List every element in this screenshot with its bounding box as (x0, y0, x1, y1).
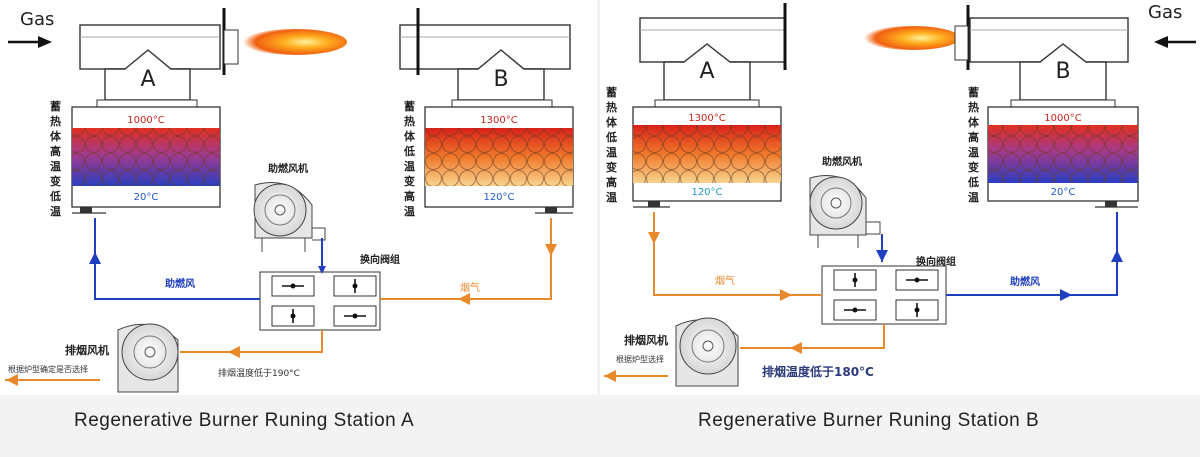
caption-station-a: Regenerative Burner Runing Station A (74, 410, 415, 431)
blower-fan-icon (809, 175, 881, 248)
temp-bottom-right: 120°C (483, 192, 514, 203)
right-column-text: 蓄热体低温变高温 (403, 99, 416, 218)
burner-a: A (79, 8, 239, 108)
valve-group (259, 271, 381, 331)
exhaust-fan-icon (675, 317, 739, 387)
temp-top-left: 1300°C (688, 113, 725, 124)
gas-arrow-icon (38, 36, 52, 48)
air-label: 助燃风 (165, 277, 195, 290)
flame-icon (243, 29, 347, 55)
exhaust-fan-label: 排烟风机 (624, 333, 668, 347)
blower-fan-icon (253, 182, 326, 252)
temp-bottom-left: 20°C (134, 192, 159, 203)
exhaust-line (180, 330, 323, 353)
flue-arrow-icon-2 (780, 289, 792, 301)
burner-b: B (399, 8, 571, 108)
burner-a-label: A (140, 67, 155, 92)
air-arrow-icon-down (876, 250, 888, 262)
temp-top-right: 1000°C (1044, 113, 1081, 124)
burner-b-label: B (493, 67, 508, 92)
gas-arrow-icon (1154, 36, 1168, 48)
panel-station-a: Gas A 1000°C 20°C (0, 0, 597, 395)
temp-bottom-right: 20°C (1051, 187, 1076, 198)
temp-bottom-left: 120°C (691, 187, 722, 198)
air-line (946, 212, 1118, 296)
blower-label: 助燃风机 (268, 162, 308, 175)
air-label: 助燃风 (1010, 275, 1040, 288)
exhaust-fan-icon (117, 323, 179, 393)
air-line (94, 218, 260, 300)
exhaust-out-arrow-icon (6, 374, 18, 386)
valve-label: 换向阀组 (360, 253, 400, 266)
flue-arrow-icon (545, 244, 557, 256)
exhaust-temp-label: 排烟温度低于180°C (762, 364, 874, 379)
caption-station-b: Regenerative Burner Runing Station B (698, 410, 1040, 431)
air-arrow-icon-up (1111, 250, 1123, 262)
air-arrow-icon (1060, 289, 1072, 301)
regenerator-b: 1300°C 120°C (424, 106, 574, 214)
gas-label: Gas (1148, 2, 1182, 23)
temp-top-left: 1000°C (127, 115, 164, 126)
flue-label: 烟气 (715, 274, 735, 287)
burner-b: B (954, 5, 1129, 108)
flame-icon (864, 26, 960, 50)
left-column-text: 蓄热体低温变高温 (605, 85, 618, 204)
exhaust-temp-label: 排烟温度低于190°C (218, 367, 300, 379)
left-column-text: 蓄热体高温变低温 (49, 99, 62, 218)
exhaust-out-arrow-icon (604, 370, 616, 382)
panel-station-b: Gas A 1300°C 120°C 蓄热体 (600, 0, 1200, 395)
temp-top-right: 1300°C (480, 115, 517, 126)
flue-label: 烟气 (460, 281, 480, 294)
burner-b-label: B (1055, 59, 1070, 84)
flue-arrow-icon-2 (458, 293, 470, 305)
exhaust-fan-label: 排烟风机 (65, 343, 109, 357)
regenerator-a: 1000°C 20°C (71, 106, 221, 214)
blower-label: 助燃风机 (822, 155, 862, 168)
air-arrow-icon (89, 252, 101, 264)
exhaust-fan-note: 根据炉型选择 (616, 354, 664, 364)
exhaust-fan-note: 根据炉型确定是否选择 (8, 364, 88, 374)
regenerator-a: 1300°C 120°C (632, 106, 782, 208)
flue-arrow-icon (648, 232, 660, 244)
exhaust-line (740, 324, 885, 349)
right-column-text: 蓄热体高温变低温 (967, 85, 980, 204)
exhaust-arrow-icon (228, 346, 240, 358)
regenerator-b: 1000°C 20°C (987, 106, 1139, 208)
exhaust-arrow-icon (790, 342, 802, 354)
burner-a-label: A (699, 59, 714, 84)
valve-label: 换向阀组 (916, 255, 956, 268)
gas-label: Gas (20, 9, 54, 30)
